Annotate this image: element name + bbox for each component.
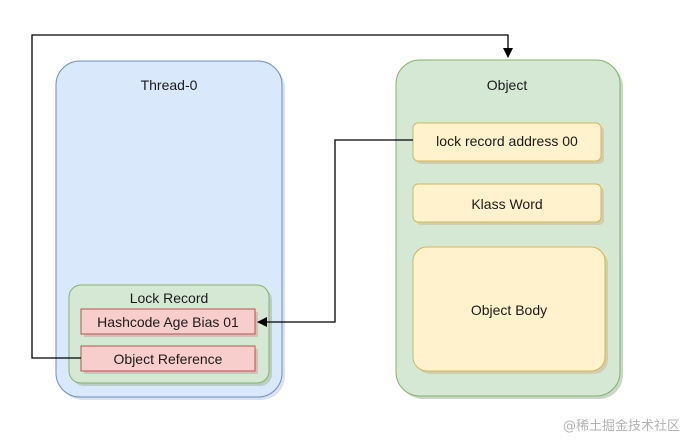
lock-record-pointer-arrow	[257, 139, 413, 327]
object-body-field	[412, 246, 606, 372]
lock-record-title: Lock Record	[130, 290, 209, 306]
thread-title: Thread-0	[141, 77, 198, 93]
mark-word-field	[412, 122, 602, 162]
lock-record-group: Lock Record Hashcode Age Bias 01 Object …	[68, 284, 272, 386]
mark-word-text: lock record address 00	[436, 133, 578, 149]
watermark-text: @稀土掘金技术社区	[563, 418, 680, 434]
object-container: Object lock record address 00 Klass Word…	[395, 59, 623, 399]
object-body-text: Object Body	[471, 302, 547, 318]
object-reference-text: Object Reference	[114, 351, 223, 367]
klass-word-text: Klass Word	[471, 196, 542, 212]
object-reference-arrow	[31, 34, 513, 359]
object-title: Object	[487, 77, 528, 93]
lock-record-header-field	[80, 308, 256, 335]
lock-record-header-text: Hashcode Age Bias 01	[97, 314, 239, 330]
klass-word-field	[412, 183, 602, 223]
